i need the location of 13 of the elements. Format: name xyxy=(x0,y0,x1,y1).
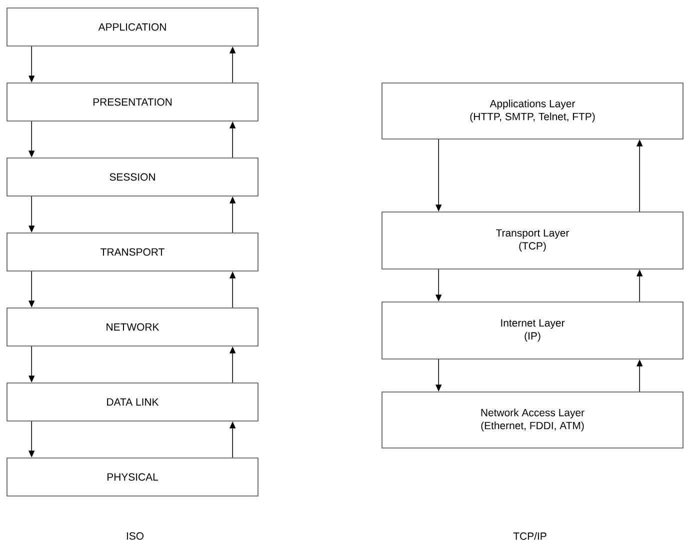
layer-box: Applications Layer (HTTP, SMTP, Telnet, FTP) xyxy=(382,82,684,140)
layer-box: TRANSPORT xyxy=(6,232,258,272)
model-caption: ISO xyxy=(126,532,144,540)
layer-box: Internet Layer (IP) xyxy=(382,302,684,360)
layer-box: SESSION xyxy=(6,158,258,196)
layer-box: PHYSICAL xyxy=(6,458,258,496)
layer-box: PRESENTATION xyxy=(6,82,258,122)
layer-box: APPLICATION xyxy=(6,8,258,46)
model-caption: TCP/IP xyxy=(513,532,546,540)
layer-box: NETWORK xyxy=(6,308,258,346)
layer-box: Transport Layer (TCP) xyxy=(382,212,684,270)
layer-box: DATA LINK xyxy=(6,382,258,422)
layer-box: Network Access Layer (Ethernet, FDDI, ATM) xyxy=(382,392,684,448)
